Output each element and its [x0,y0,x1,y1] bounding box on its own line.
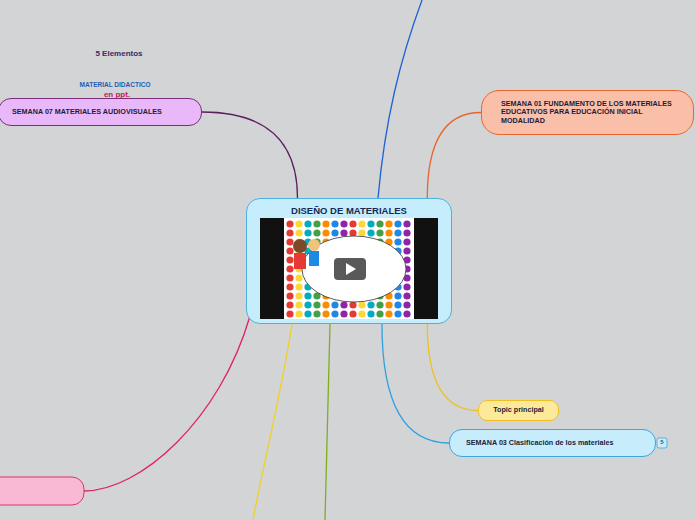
topic-box: Topic principal [478,400,559,420]
thumbnail-text: 5 Elementos [87,49,151,58]
branch-line [325,324,330,520]
branch-line [84,316,250,491]
central-title: DISEÑO DE MATERIALES [255,205,443,216]
count-badge-text: 5 [658,439,666,445]
topic-box: SEMANA 01 FUNDAMENTO DE LOS MATERIALES E… [481,90,694,135]
count-badge [657,438,667,448]
branch-line [378,0,422,198]
topic-box: SEMANA 07 MATERIALES AUDIOVISUALES [0,98,202,126]
topic-text: SEMANA 07 MATERIALES AUDIOVISUALES [12,108,193,116]
central-topic: DISEÑO DE MATERIALES5 ElementosMATERIAL … [246,198,452,324]
branch-line [253,324,292,520]
branch-connector [202,112,298,198]
branch-connector [427,113,481,199]
topic-text: SEMANA 01 FUNDAMENTO DE LOS MATERIALES E… [501,100,683,125]
thumbnail-text: MATERIAL DIDACTICO [65,81,165,88]
topic-text: Topic principal [485,406,552,414]
branch-connector [382,324,449,443]
topic-box: SEMANA 03 Clasificación de los materiale… [449,429,656,457]
branch-connector [427,324,478,411]
video-thumbnail [260,218,438,319]
topic-text: SEMANA 03 Clasificación de los materiale… [466,439,647,447]
empty-topic [0,477,84,505]
